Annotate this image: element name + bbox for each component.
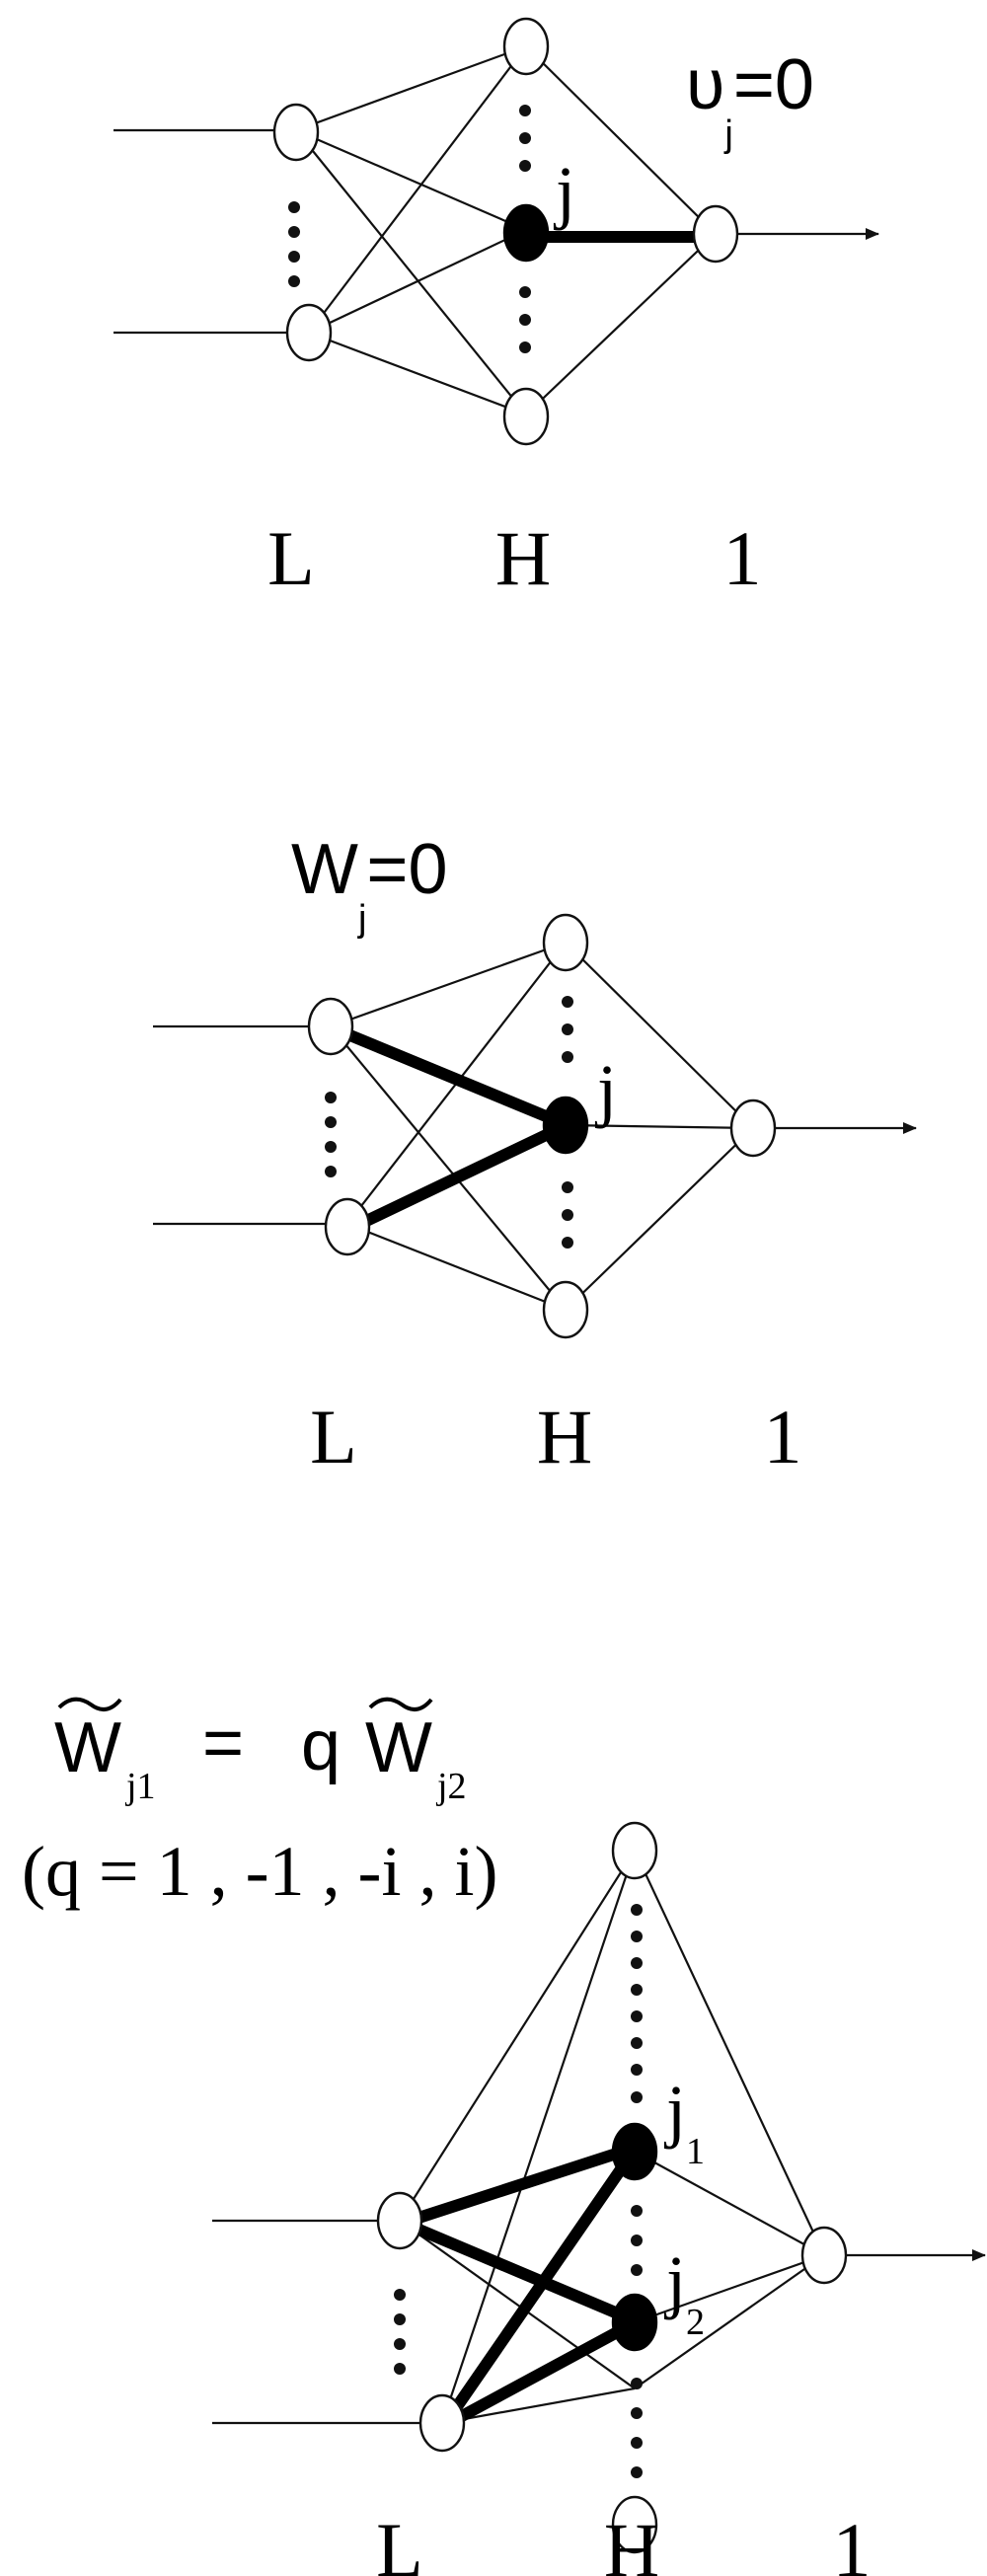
input-node [376,2191,423,2250]
layer-label-l: L [267,515,315,601]
equation: Wj=0 [291,830,448,940]
layer-label-output: 1 [723,515,762,601]
edges-l-to-h [295,44,527,417]
ellipsis-dots [325,996,573,1249]
input-node [307,997,354,1056]
zeroed-input-weight [335,1025,569,1129]
output-node [692,204,739,264]
svg-text:W: W [365,1708,432,1787]
ellipsis-dots [394,1904,643,2478]
bold-input-weights [404,2143,638,2429]
hidden-node-highlighted [611,2122,658,2181]
panel-3: j1 j2 W j1 = q W j2 (q = 1 , -1 , -i , i… [22,1697,986,2576]
hidden-node [542,913,589,972]
hidden-node [502,387,550,446]
edges-h-to-output [525,45,717,416]
input-node [324,1197,371,1256]
panel-1: j υj=0 L H 1 [114,17,879,601]
ellipsis-dots [288,105,531,353]
output-node [729,1099,777,1158]
equation: W j1 = q W j2 (q = 1 , -1 , -i , i) [22,1697,498,1911]
input-node [418,2393,466,2453]
tilde-mark [368,1697,433,1711]
svg-text:q: q [301,1706,341,1785]
hidden-node-highlighted [542,1096,589,1155]
edges-l-to-h [330,941,567,1312]
panel-2: j Wj=0 L H 1 [153,830,917,1479]
hidden-node [542,1280,589,1339]
svg-text:=: = [202,1704,244,1782]
node-label-j2: j2 [663,2241,705,2343]
svg-text:j2: j2 [435,1766,467,1807]
edges-h-to-output [634,1850,825,2389]
output-node [800,2226,848,2285]
equation: υj=0 [686,45,814,155]
layer-label-l: L [376,2507,423,2576]
zeroed-input-weight [354,1121,569,1230]
edges-h-to-output [565,942,754,1311]
layer-label-l: L [310,1394,357,1479]
input-node [285,303,333,362]
node-label-j1: j1 [663,2071,705,2172]
layer-label-h: H [495,515,551,601]
hidden-node [502,17,550,76]
hidden-node [611,1821,658,1880]
layer-label-output: 1 [764,1394,802,1479]
node-label-j: j [553,152,575,231]
svg-text:W: W [54,1708,121,1787]
hidden-node-highlighted [502,203,550,263]
hidden-node-highlighted [611,2293,658,2352]
hidden-node [611,2495,658,2554]
input-node [272,103,320,162]
edges-l-to-h [399,1850,637,2425]
layer-label-h: H [537,1394,592,1479]
svg-text:j1: j1 [124,1766,156,1807]
layer-label-h: H [604,2507,659,2576]
node-label-j: j [594,1050,617,1129]
equation-condition: (q = 1 , -1 , -i , i) [22,1832,498,1911]
layer-label-output: 1 [833,2507,872,2576]
tilde-mark [57,1697,122,1711]
